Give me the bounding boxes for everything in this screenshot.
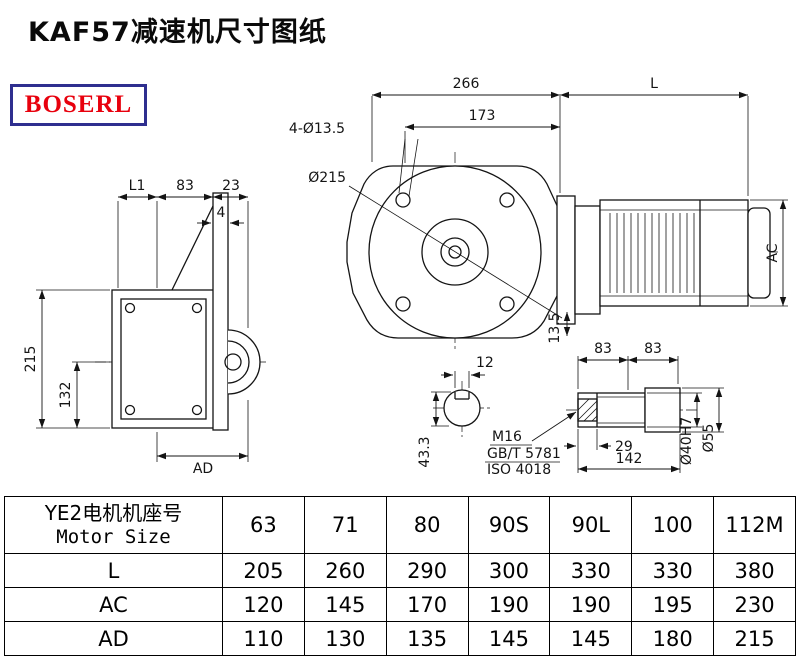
output-shaft-dimensions: 83 83 29 142 Ø40H7 Ø55 [564,341,724,473]
col-header: 63 [222,496,305,554]
dim-23-label: 23 [222,178,240,194]
value-cell: 195 [631,587,715,622]
bolt-hole [499,296,515,312]
shaft-end-view: 12 43.3 [417,355,494,468]
value-cell: 330 [549,553,633,588]
col-header: 112M [713,496,796,554]
table-header-row: YE2电机机座号 Motor Size 63 71 80 90S 90L 100… [4,496,796,554]
dim-flange-dia-label: Ø215 [308,170,346,186]
dim-dia55-label: Ø55 [701,424,717,453]
value-cell: 145 [467,621,551,656]
brand-logo-text: BOSERL [24,91,133,118]
value-cell: 145 [303,587,387,622]
bolt-std2-label: ISO 4018 [487,462,551,478]
table-row-AD: AD 110 130 135 145 145 180 215 [4,621,796,656]
motor-size-header-en: Motor Size [56,526,171,549]
value-cell: 180 [631,621,715,656]
value-cell: 260 [303,553,387,588]
dim-l1-label: L1 [129,178,146,194]
dim-motor-height-label: AC [765,243,781,262]
bolt-hole [395,192,411,208]
table-row-AC: AC 120 145 170 190 190 195 230 [4,587,796,622]
dim-total-len-label: 142 [616,451,643,467]
dim-215-label: 215 [23,346,39,373]
value-cell: 190 [549,587,633,622]
motor-size-header: YE2电机机座号 Motor Size [4,496,223,554]
technical-drawing: 266 L 173 4-Ø13.5 Ø215 13.5 AC [23,76,788,478]
col-header: 100 [631,496,715,554]
dim-motor-length-label: L [650,76,658,92]
value-cell: 205 [222,553,305,588]
motor-fins [609,213,695,293]
size-table: YE2电机机座号 Motor Size 63 71 80 90S 90L 100… [4,496,796,656]
table-row-L: L 205 260 290 300 330 330 380 [4,553,796,588]
dim-bolt-holes-label: 4-Ø13.5 [289,121,345,137]
page-title: KAF57减速机尺寸图纸 [28,17,327,48]
value-cell: 135 [385,621,469,656]
dim-132-label: 132 [58,382,74,409]
dim-83-label: 83 [176,178,194,194]
value-cell: 170 [385,587,469,622]
bolt-hole [499,192,515,208]
dim-key-height-label: 43.3 [417,436,433,467]
hatch [577,398,598,422]
row-label: AD [4,621,223,656]
value-cell: 120 [222,587,305,622]
motor-view [599,199,771,307]
col-header: 90L [549,496,633,554]
row-label: AC [4,587,223,622]
value-cell: 330 [631,553,715,588]
value-cell: 380 [713,553,796,588]
value-cell: 145 [549,621,633,656]
value-cell: 300 [467,553,551,588]
value-cell: 130 [303,621,387,656]
col-header: 71 [303,496,387,554]
value-cell: 190 [467,587,551,622]
col-header: 90S [467,496,551,554]
value-cell: 230 [713,587,796,622]
dim-overall-width-label: 266 [453,76,480,92]
dim-key-width-label: 12 [476,355,494,371]
value-cell: 215 [713,621,796,656]
dim-bore-label: Ø40H7 [679,417,695,465]
front-view [346,165,601,339]
output-shaft-view [577,387,681,433]
dim-ad-label: AD [193,461,213,477]
dim-shaft-83b-label: 83 [644,341,662,357]
side-view-dimensions: L1 83 23 4 215 132 AD [23,178,249,477]
row-label: L [4,553,223,588]
dim-key-len-label: 29 [615,439,633,455]
value-cell: 110 [222,621,305,656]
motor-size-header-cn: YE2电机机座号 [44,501,183,526]
dim-flange-offset-label: 173 [469,108,496,124]
bolt-thread-label: M16 [492,429,522,445]
side-view [111,192,261,431]
bolt-note: M16 GB/T 5781 ISO 4018 [485,411,577,478]
col-header: 80 [385,496,469,554]
dim-shaft-83a-label: 83 [594,341,612,357]
brand-logo: BOSERL [10,84,147,126]
bolt-hole [395,296,411,312]
value-cell: 290 [385,553,469,588]
bolt-std1-label: GB/T 5781 [487,446,561,462]
dim-flange-thickness-label: 13.5 [547,312,563,343]
top-dimensions: 266 L 173 4-Ø13.5 Ø215 13.5 AC [289,76,788,344]
dim-plate-label: 4 [217,205,226,221]
